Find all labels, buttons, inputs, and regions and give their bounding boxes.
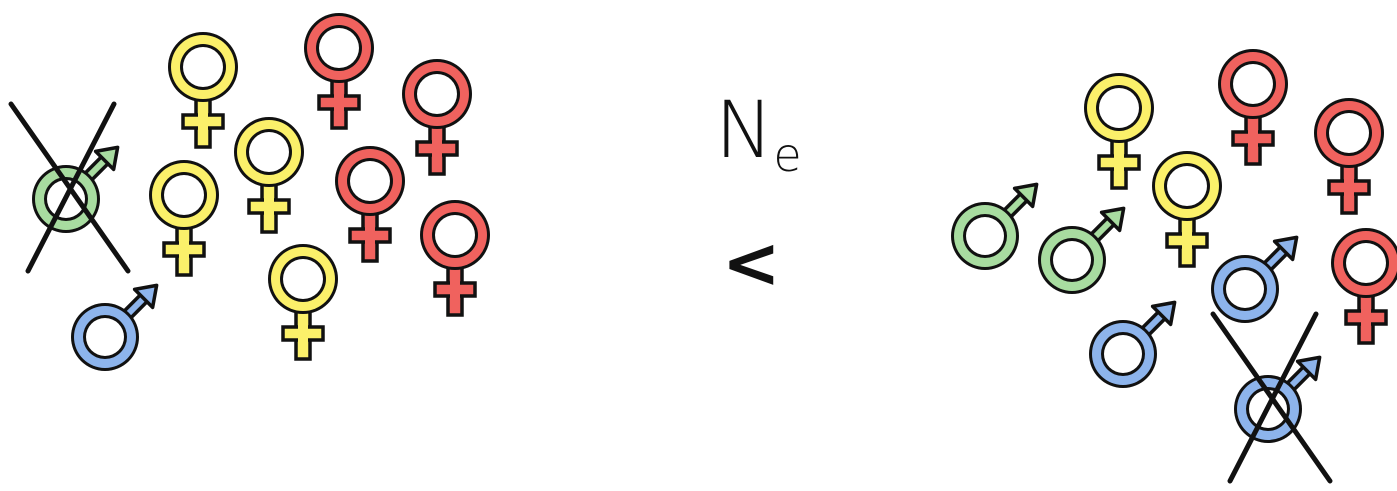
ne-main: N bbox=[715, 86, 773, 176]
red-female-symbol-icon bbox=[304, 13, 374, 130]
crossed-blue-male-symbol-icon bbox=[1210, 311, 1333, 484]
red-female-symbol-icon bbox=[1331, 228, 1397, 345]
crossed-green-male-symbol-icon bbox=[8, 101, 131, 274]
red-female-symbol-icon bbox=[1218, 49, 1288, 166]
red-female-symbol-icon bbox=[335, 146, 405, 263]
less-than-sign: < bbox=[722, 222, 781, 304]
green-male-symbol-icon bbox=[1038, 206, 1126, 294]
red-female-symbol-icon bbox=[1314, 98, 1384, 215]
right-population bbox=[951, 49, 1397, 484]
ne-subscript: e bbox=[773, 128, 801, 182]
yellow-female-symbol-icon bbox=[234, 117, 304, 234]
yellow-female-symbol-icon bbox=[168, 32, 238, 149]
blue-male-symbol-icon bbox=[1211, 235, 1299, 323]
green-male-symbol-icon bbox=[951, 182, 1039, 270]
left-population bbox=[8, 13, 490, 371]
yellow-female-symbol-icon bbox=[268, 244, 338, 361]
yellow-female-symbol-icon bbox=[149, 160, 219, 277]
blue-male-symbol-icon bbox=[71, 283, 159, 371]
effective-population-size-label: Ne bbox=[715, 92, 802, 178]
yellow-female-symbol-icon bbox=[1152, 151, 1222, 268]
red-female-symbol-icon bbox=[420, 200, 490, 317]
red-female-symbol-icon bbox=[402, 59, 472, 176]
yellow-female-symbol-icon bbox=[1084, 73, 1154, 190]
blue-male-symbol-icon bbox=[1089, 300, 1177, 388]
